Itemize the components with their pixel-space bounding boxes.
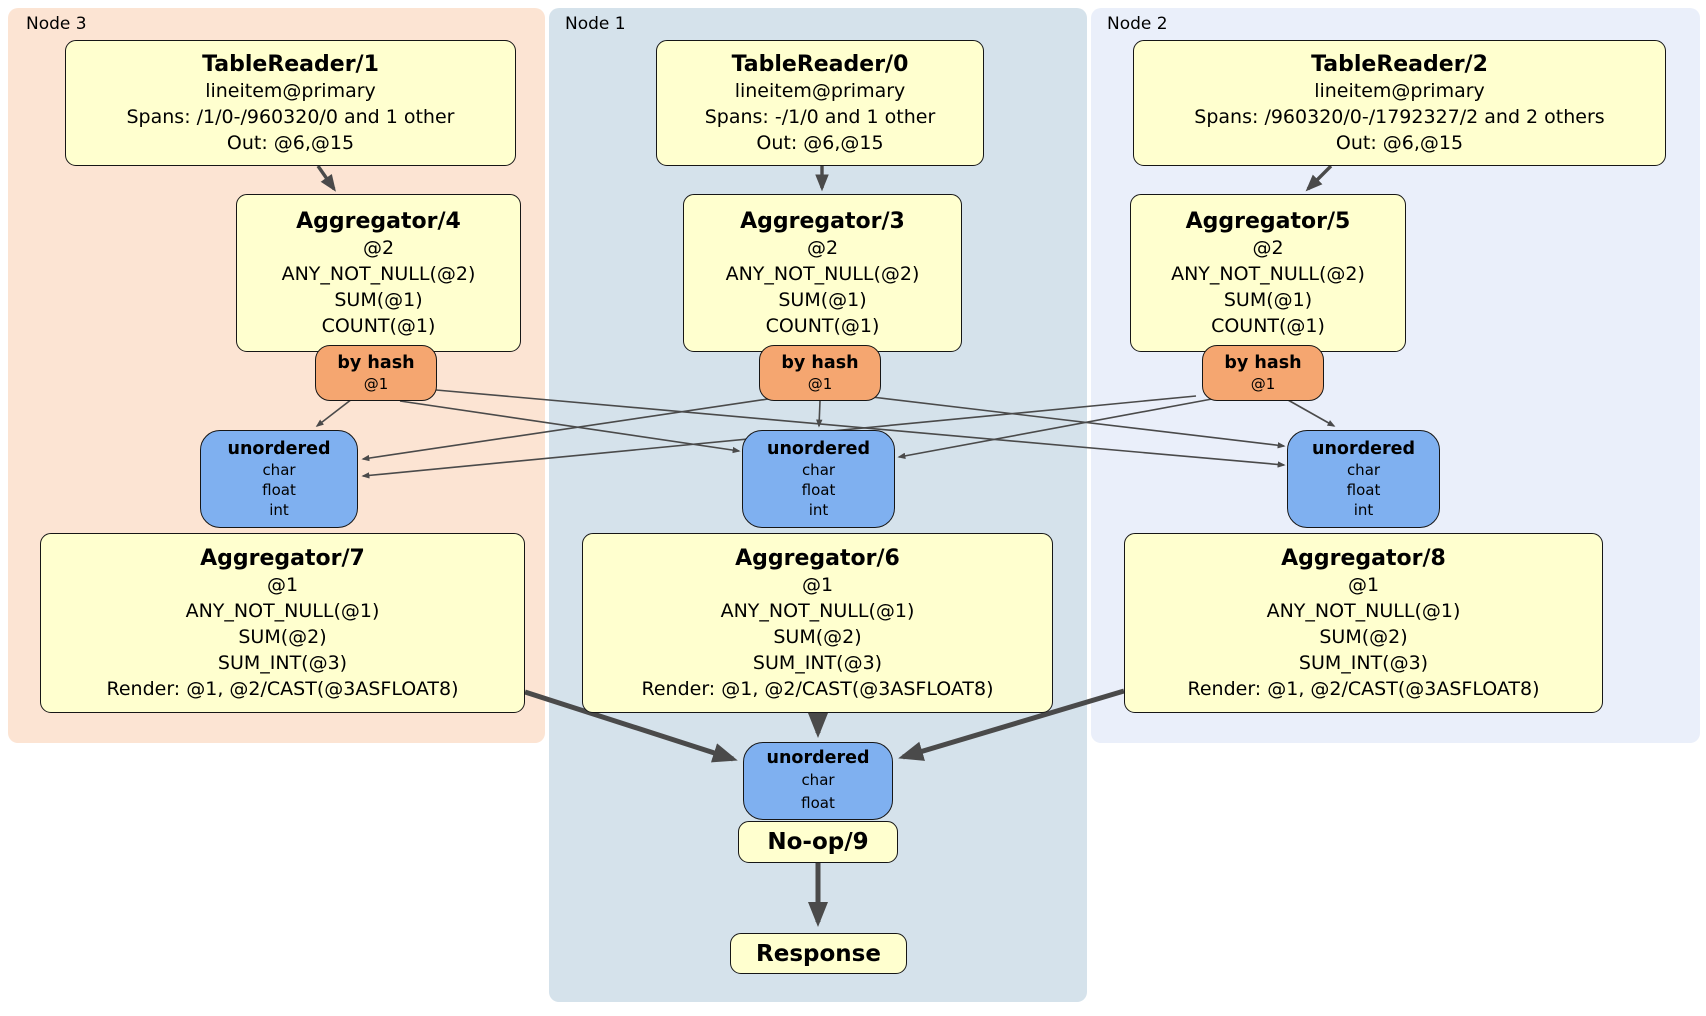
processor-title: Aggregator/6 [735,545,900,571]
processor-title: Aggregator/4 [296,208,461,234]
processor-title: TableReader/2 [1311,51,1488,77]
node3-label: Node 3 [26,14,87,34]
aggregator-box: Aggregator/4 @2 ANY_NOT_NULL(@2) SUM(@1)… [236,194,521,352]
aggregator-box: Aggregator/6 @1 ANY_NOT_NULL(@1) SUM(@2)… [582,533,1053,713]
node2-label: Node 2 [1107,14,1168,34]
processor-title: TableReader/1 [202,51,379,77]
processor-title: Aggregator/5 [1185,208,1351,234]
unordered-sync: unordered char float int [742,430,895,528]
hash-router: by hash @1 [1202,345,1324,401]
node1-label: Node 1 [565,14,626,34]
table-reader-box: TableReader/2 lineitem@primary Spans: /9… [1133,40,1666,166]
processor-title: Aggregator/3 [740,208,905,234]
hash-router: by hash @1 [315,345,437,401]
final-unordered-sync: unordered char float [743,742,893,820]
unordered-sync: unordered char float int [1287,430,1440,528]
response-box: Response [730,933,907,974]
processor-title: Aggregator/7 [200,545,365,571]
noop-box: No-op/9 [738,821,898,863]
unordered-sync: unordered char float int [200,430,358,528]
aggregator-box: Aggregator/5 @2 ANY_NOT_NULL(@2) SUM(@1)… [1130,194,1406,352]
table-reader-box: TableReader/0 lineitem@primary Spans: -/… [656,40,984,166]
aggregator-box: Aggregator/8 @1 ANY_NOT_NULL(@1) SUM(@2)… [1124,533,1603,713]
hash-router: by hash @1 [759,345,881,401]
processor-title: Aggregator/8 [1281,545,1446,571]
table-reader-box: TableReader/1 lineitem@primary Spans: /1… [65,40,516,166]
aggregator-box: Aggregator/7 @1 ANY_NOT_NULL(@1) SUM(@2)… [40,533,525,713]
aggregator-box: Aggregator/3 @2 ANY_NOT_NULL(@2) SUM(@1)… [683,194,962,352]
processor-title: TableReader/0 [731,51,909,77]
